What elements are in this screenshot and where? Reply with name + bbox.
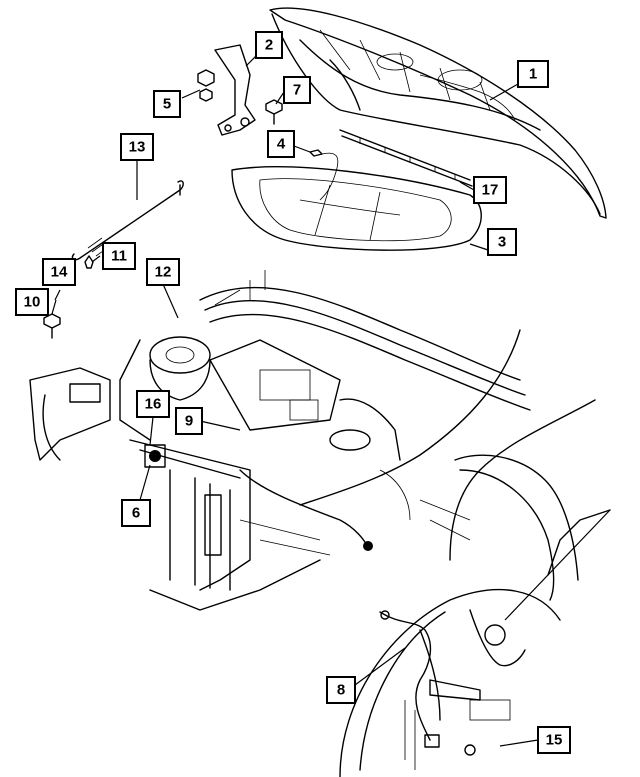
hood-weatherstrip	[339, 129, 473, 187]
callout-9: 9	[175, 407, 203, 435]
callout-13-label: 13	[129, 139, 146, 156]
callout-10: 10	[15, 288, 49, 316]
callout-12-label: 12	[155, 264, 172, 281]
callout-2-label: 2	[265, 37, 273, 54]
hood-insulation	[231, 166, 482, 251]
callout-17-label: 17	[482, 182, 499, 199]
vehicle-front-structure	[29, 270, 611, 611]
callout-11-label: 11	[111, 248, 127, 265]
detail-inset	[339, 509, 611, 777]
latch-bolt	[43, 313, 61, 339]
callout-14-label: 14	[51, 264, 68, 281]
callout-1: 1	[517, 60, 549, 88]
insulation-clip	[309, 149, 339, 201]
hinge-bolt	[265, 99, 283, 125]
callout-5-label: 5	[163, 96, 171, 113]
callout-7-label: 7	[293, 82, 301, 99]
callout-7: 7	[283, 76, 311, 104]
callout-4: 4	[267, 130, 295, 158]
callout-5: 5	[153, 90, 181, 118]
callout-16: 16	[136, 390, 170, 418]
callout-12: 12	[146, 258, 180, 286]
hinge-nut	[197, 69, 215, 102]
callout-15-label: 15	[546, 732, 563, 749]
callout-17: 17	[473, 176, 507, 204]
hood-hinge	[214, 44, 256, 136]
callout-10-label: 10	[24, 294, 41, 311]
callout-15: 15	[537, 726, 571, 754]
callout-9-label: 9	[185, 413, 193, 430]
hood-prop-rod	[71, 180, 184, 261]
callout-14: 14	[42, 258, 76, 286]
callout-8: 8	[326, 676, 356, 704]
callout-16-label: 16	[145, 396, 162, 413]
callout-4-label: 4	[277, 136, 286, 153]
callout-13: 13	[120, 133, 154, 161]
leader-lines	[51, 53, 539, 747]
callout-2: 2	[255, 31, 283, 59]
callout-6-label: 6	[132, 505, 140, 522]
callout-3-label: 3	[498, 234, 506, 251]
prop-rod-clip	[84, 255, 94, 269]
callout-8-label: 8	[337, 682, 345, 699]
callout-1-label: 1	[529, 66, 537, 83]
callout-3: 3	[487, 228, 517, 256]
callout-6: 6	[121, 499, 151, 527]
callout-11: 11	[102, 242, 136, 270]
